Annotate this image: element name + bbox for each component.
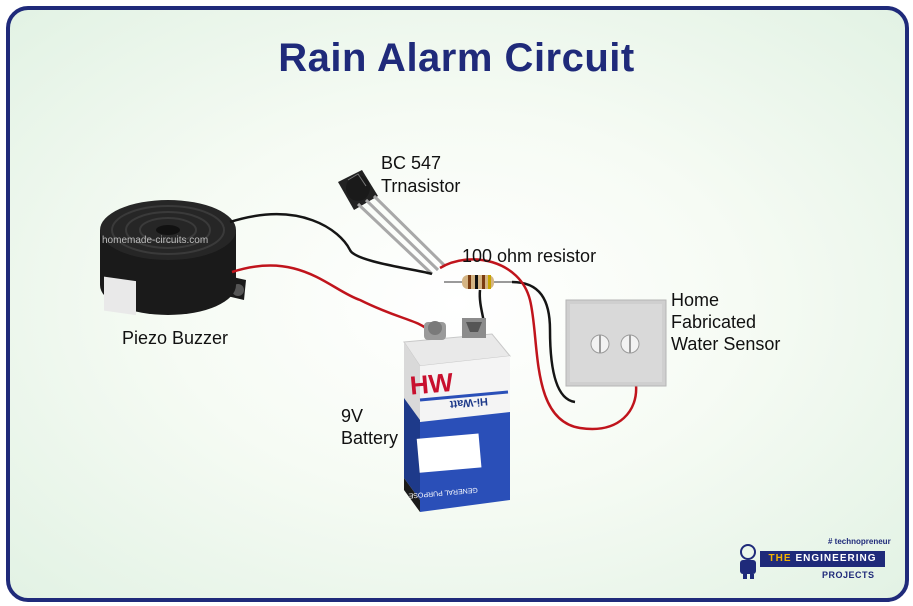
battery-brand-name: Hi-Watt: [449, 395, 488, 410]
battery-label-line2: Battery: [341, 428, 399, 448]
transistor-label-line1: BC 547: [381, 153, 442, 173]
logo-tagline: # technopreneur: [828, 537, 891, 546]
piezo-buzzer: [100, 200, 246, 316]
logo-name: ENGINEERING: [795, 553, 877, 564]
buzzer-label: Piezo Buzzer: [122, 328, 229, 348]
resistor: [444, 275, 512, 289]
page-title: Rain Alarm Circuit: [278, 36, 635, 80]
sensor-label-line2: Fabricated: [671, 312, 757, 332]
logo-projects: PROJECTS: [822, 570, 875, 580]
battery-label-line1: 9V: [341, 406, 364, 426]
sensor-label-line1: Home: [671, 290, 720, 310]
battery-logo: HW: [409, 367, 455, 401]
water-sensor: [565, 299, 667, 387]
transistor-label-line2: Trnasistor: [381, 176, 461, 196]
logo-the: THE: [768, 553, 792, 564]
sensor-label-line3: Water Sensor: [671, 334, 781, 354]
transistor: [338, 170, 446, 276]
resistor-label: 100 ohm resistor: [462, 246, 597, 266]
watermark: homemade-circuits.com: [102, 235, 208, 246]
logo-robot-icon: [740, 544, 756, 579]
battery: [403, 318, 511, 512]
